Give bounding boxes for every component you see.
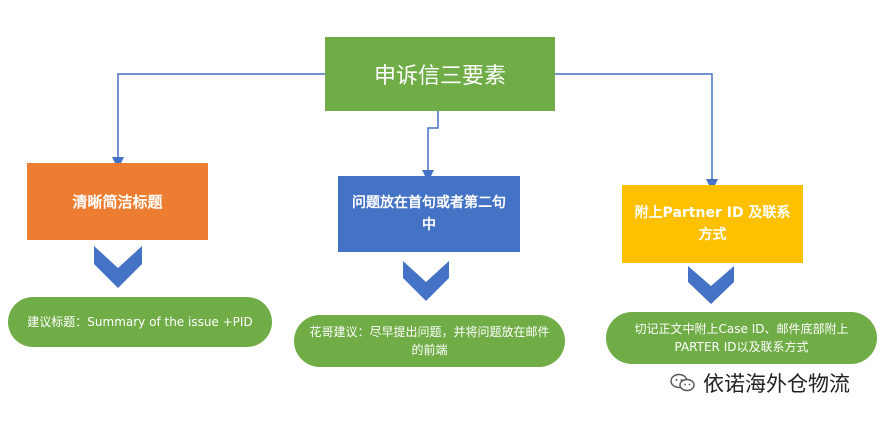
connector-left [112, 73, 325, 169]
watermark-text: 依诺海外仓物流 [703, 372, 850, 396]
title-box: 申诉信三要素 [325, 37, 555, 111]
tip-text: 建议标题：Summary of the issue +PID [27, 315, 253, 329]
title-text: 申诉信三要素 [373, 64, 506, 89]
connector-middle [422, 111, 439, 182]
chevron-down-icon [403, 261, 449, 301]
tip-pill: 建议标题：Summary of the issue +PID [8, 297, 272, 347]
connector-right [555, 73, 718, 191]
element-box-contact: 附上Partner ID 及联系方式 [622, 185, 803, 263]
tip-text: 花哥建议：尽早提出问题，并将问题放在邮件的前端 [309, 325, 550, 357]
element-heading: 附上Partner ID 及联系方式 [634, 205, 791, 243]
tip-text: 切记正文中附上Case ID、邮件底部附上PARTER ID以及联系方式 [634, 322, 849, 354]
element-box-title: 清晰简洁标题 [27, 163, 208, 240]
chevron-down-icon [688, 266, 734, 304]
chevron-down-icon [94, 246, 142, 288]
wechat-icon [670, 373, 695, 392]
element-box-position: 问题放在首句或者第二句中 [338, 176, 520, 252]
element-heading: 清晰简洁标题 [72, 193, 163, 211]
element-heading: 问题放在首句或者第二句中 [352, 195, 506, 233]
tip-pill: 花哥建议：尽早提出问题，并将问题放在邮件的前端 [294, 315, 565, 367]
tip-pill: 切记正文中附上Case ID、邮件底部附上PARTER ID以及联系方式 [606, 312, 877, 364]
